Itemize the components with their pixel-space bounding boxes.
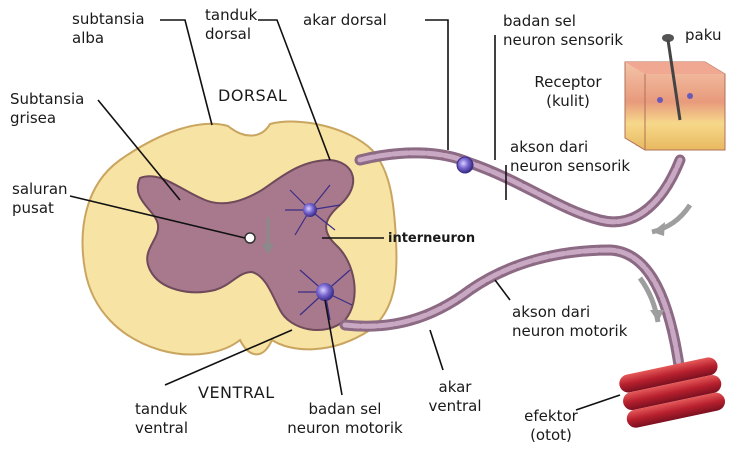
- interneuron-body: [303, 203, 317, 217]
- label-paku: paku: [685, 26, 721, 45]
- label-efektor: efektor(otot): [510, 407, 592, 445]
- sensory-neuron-body: [457, 157, 473, 173]
- skin-block-icon: [625, 62, 725, 150]
- muscle-bundle-icon: [618, 356, 727, 430]
- central-canal: [245, 233, 255, 243]
- motor-neuron-body: [316, 283, 334, 301]
- label-interneuron: interneuron: [388, 229, 475, 248]
- label-receptor: Receptor(kulit): [508, 73, 628, 111]
- label-akar-dorsal: akar dorsal: [303, 11, 387, 30]
- label-dorsal: DORSAL: [218, 86, 287, 105]
- label-ventral: VENTRAL: [198, 383, 275, 402]
